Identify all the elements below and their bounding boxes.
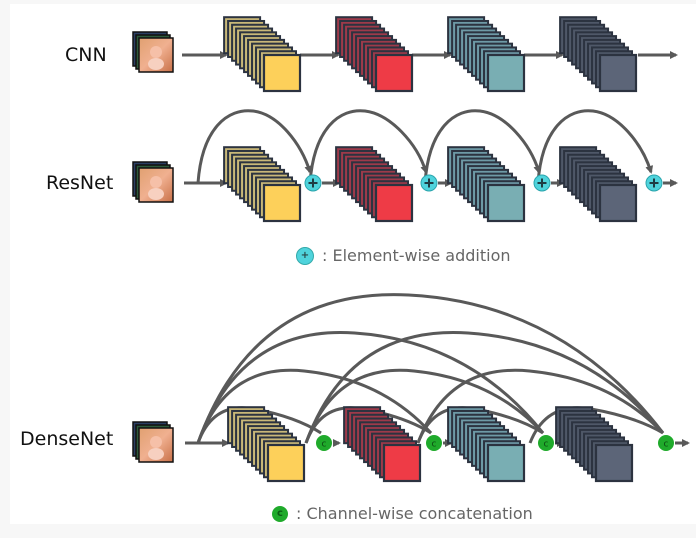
resnet-block-2	[335, 146, 414, 223]
resnet-block-3-face	[486, 183, 526, 223]
legend-addition-text: : Element-wise addition	[322, 246, 511, 265]
svg-text:c: c	[664, 440, 669, 450]
legend-addition: + : Element-wise addition	[296, 246, 511, 265]
resnet-skip-4	[536, 109, 654, 184]
svg-text:c: c	[322, 440, 327, 450]
densenet-block-4	[555, 406, 634, 483]
densenet-dense-link-4	[196, 293, 665, 444]
cnn-block-2-face	[374, 53, 414, 93]
densenet-block-2	[343, 406, 422, 483]
densenet-concat-node-1: c	[316, 435, 332, 451]
resnet-skip-2	[308, 109, 429, 184]
row-label-densenet: DenseNet	[20, 428, 114, 450]
densenet-dense-link-2	[196, 368, 433, 444]
densenet-dense-link-6	[304, 368, 545, 444]
resnet-block-4-face	[598, 183, 638, 223]
resnet-add-node-3	[533, 174, 551, 192]
resnet-add-node-4	[645, 174, 663, 192]
densenet-block-4-face	[594, 443, 634, 483]
resnet-input-image	[132, 161, 174, 203]
cnn-block-4-face	[598, 53, 638, 93]
cnn-input-image	[132, 31, 174, 73]
resnet-block-1	[223, 146, 302, 223]
resnet-block-2-face	[374, 183, 414, 223]
cnn-block-2	[335, 16, 414, 93]
densenet-concat-node-4: c	[658, 435, 674, 451]
concat-c-icon: c	[272, 505, 288, 522]
resnet-add-node-1	[304, 174, 322, 192]
densenet-concat-node-2: c	[426, 435, 442, 451]
densenet-block-3	[447, 406, 526, 483]
densenet-dense-link-9	[416, 368, 665, 444]
legend-concatenation-text: : Channel-wise concatenation	[296, 504, 533, 523]
row-label-resnet: ResNet	[46, 172, 114, 194]
resnet-block-4	[559, 146, 638, 223]
plus-icon: +	[296, 246, 314, 265]
densenet-block-1-face	[266, 443, 306, 483]
densenet-block-3-face	[486, 443, 526, 483]
resnet-skip-3	[423, 109, 542, 184]
resnet-block-3	[447, 146, 526, 223]
densenet-block-1	[227, 406, 306, 483]
row-label-cnn: CNN	[65, 44, 107, 66]
svg-text:c: c	[544, 440, 549, 450]
cnn-block-1	[223, 16, 302, 93]
resnet-skip-1	[196, 109, 313, 184]
cnn-block-3	[447, 16, 526, 93]
svg-text:c: c	[432, 440, 437, 450]
resnet-block-1-face	[262, 183, 302, 223]
densenet-block-2-face	[382, 443, 422, 483]
densenet-concat-node-3: c	[538, 435, 554, 451]
resnet-add-node-2	[420, 174, 438, 192]
densenet-dense-link-7	[304, 330, 665, 444]
cnn-block-3-face	[486, 53, 526, 93]
densenet-dense-link-3	[196, 330, 545, 444]
cnn-block-1-face	[262, 53, 302, 93]
cnn-block-4	[559, 16, 638, 93]
densenet-input-image	[132, 421, 174, 463]
legend-concatenation: c : Channel-wise concatenation	[272, 504, 533, 523]
